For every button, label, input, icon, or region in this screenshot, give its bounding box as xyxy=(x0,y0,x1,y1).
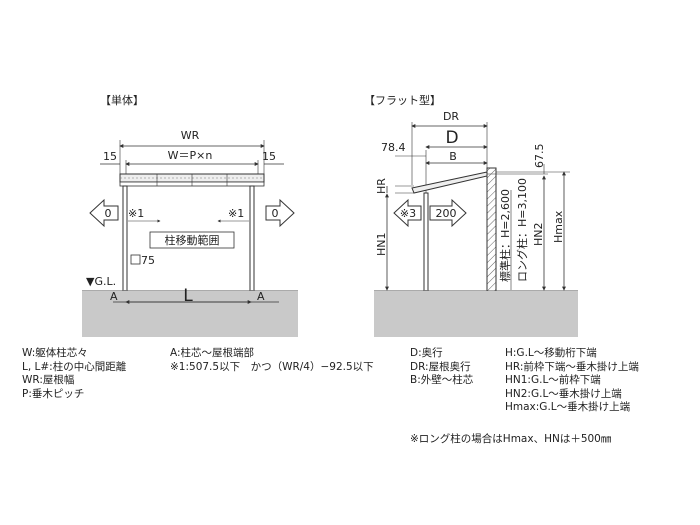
dim-78-label: 78.4 xyxy=(381,141,406,154)
legend-item: WR:屋根幅 xyxy=(22,374,75,386)
legend-col2: A:柱芯～屋根端部 ※1:507.5以下 かつ（WR/4）−92.5以下 xyxy=(170,347,374,374)
single-title: 【単体】 xyxy=(100,93,144,107)
std-h-label: 標準柱：H=2,600 xyxy=(498,189,512,282)
legend-item: ※1:507.5以下 かつ（WR/4）−92.5以下 xyxy=(170,360,374,373)
arrow-right-label: 0 xyxy=(272,207,279,220)
legend-item: A:柱芯～屋根端部 xyxy=(170,347,255,359)
a-right-label: A xyxy=(257,290,265,303)
legend-col4: H:G.L～移動桁下端 HR:前枠下端～垂木掛け上端 HN1:G.L～前枠下端 … xyxy=(505,347,639,415)
legend-item: W:躯体柱芯々 xyxy=(22,347,88,359)
left-15-label: 15 xyxy=(103,150,117,163)
single-section: 【単体】 WR W＝P×n 15 15 0 ※1 0 xyxy=(82,93,298,337)
dim-75-label: 75 xyxy=(141,254,155,267)
w-eq-label: W＝P×n xyxy=(168,149,213,162)
dr-label: DR xyxy=(443,110,459,123)
arrow-right-shape xyxy=(265,198,295,228)
legend-item: Hmax:G.L～垂木掛け上端 xyxy=(505,401,631,413)
range-label: 柱移動範囲 xyxy=(165,233,220,247)
hn1-label: HN1 xyxy=(375,233,388,257)
l-label: L xyxy=(183,286,193,306)
right-post xyxy=(249,185,255,293)
legend-item: P:垂木ピッチ xyxy=(22,387,85,400)
legend-col3: D:奥行 DR:屋根奥行 B:外壁～柱芯 xyxy=(410,347,473,388)
ground-right xyxy=(374,291,578,337)
flat-section: 【フラット型】 DR D 78.4 B 67.5 HR HN1 xyxy=(364,93,578,337)
flat-title: 【フラット型】 xyxy=(364,93,441,107)
hn2-label: HN2 xyxy=(532,223,545,247)
note3-label: ※3 xyxy=(400,207,416,220)
arrow-left-shape xyxy=(89,198,119,228)
legend-item: DR:屋根奥行 xyxy=(410,360,471,373)
legend-item: D:奥行 xyxy=(410,347,443,359)
arrow-left-label: 0 xyxy=(105,207,112,220)
note-right-label: ※1 xyxy=(228,207,244,220)
legend-item: H:G.L～移動桁下端 xyxy=(505,347,597,359)
arrow-3-shape xyxy=(393,198,422,228)
long-h-label: ロング柱：H=3,100 xyxy=(515,178,529,282)
arrow-200-label: 200 xyxy=(436,207,457,220)
gl-label: ▼G.L. xyxy=(86,275,116,288)
hmax-label: Hmax xyxy=(552,210,565,243)
flat-post xyxy=(423,192,429,293)
d-label: D xyxy=(445,128,458,148)
legend-item: L, L#:柱の中心間距離 xyxy=(22,360,127,373)
building-wall xyxy=(486,167,497,293)
legend-item: HN1:G.L～前枠下端 xyxy=(505,374,601,386)
b-label: B xyxy=(449,150,457,163)
ground-left xyxy=(82,291,298,337)
note-left-label: ※1 xyxy=(128,207,144,220)
post-square-icon xyxy=(130,254,141,265)
range-box xyxy=(149,231,235,249)
flat-roof xyxy=(411,171,488,194)
legend-item: B:外壁～柱芯 xyxy=(410,374,474,386)
legend-col1: W:躯体柱芯々 L, L#:柱の中心間距離 WR:屋根幅 P:垂木ピッチ xyxy=(22,347,126,401)
legend-item: HR:前枠下端～垂木掛け上端 xyxy=(505,360,639,373)
legend-item: HN2:G.L～垂木掛け上端 xyxy=(505,387,622,400)
arrow-200-shape xyxy=(429,198,467,228)
wr-label: WR xyxy=(181,129,200,142)
hr-label: HR xyxy=(375,178,388,194)
dim-67-label: 67.5 xyxy=(533,144,546,169)
right-15-label: 15 xyxy=(262,150,276,163)
legend-note: ※ロング柱の場合はHmax、HNは＋500㎜ xyxy=(410,433,612,445)
a-left-label: A xyxy=(110,290,118,303)
left-post xyxy=(122,185,128,293)
